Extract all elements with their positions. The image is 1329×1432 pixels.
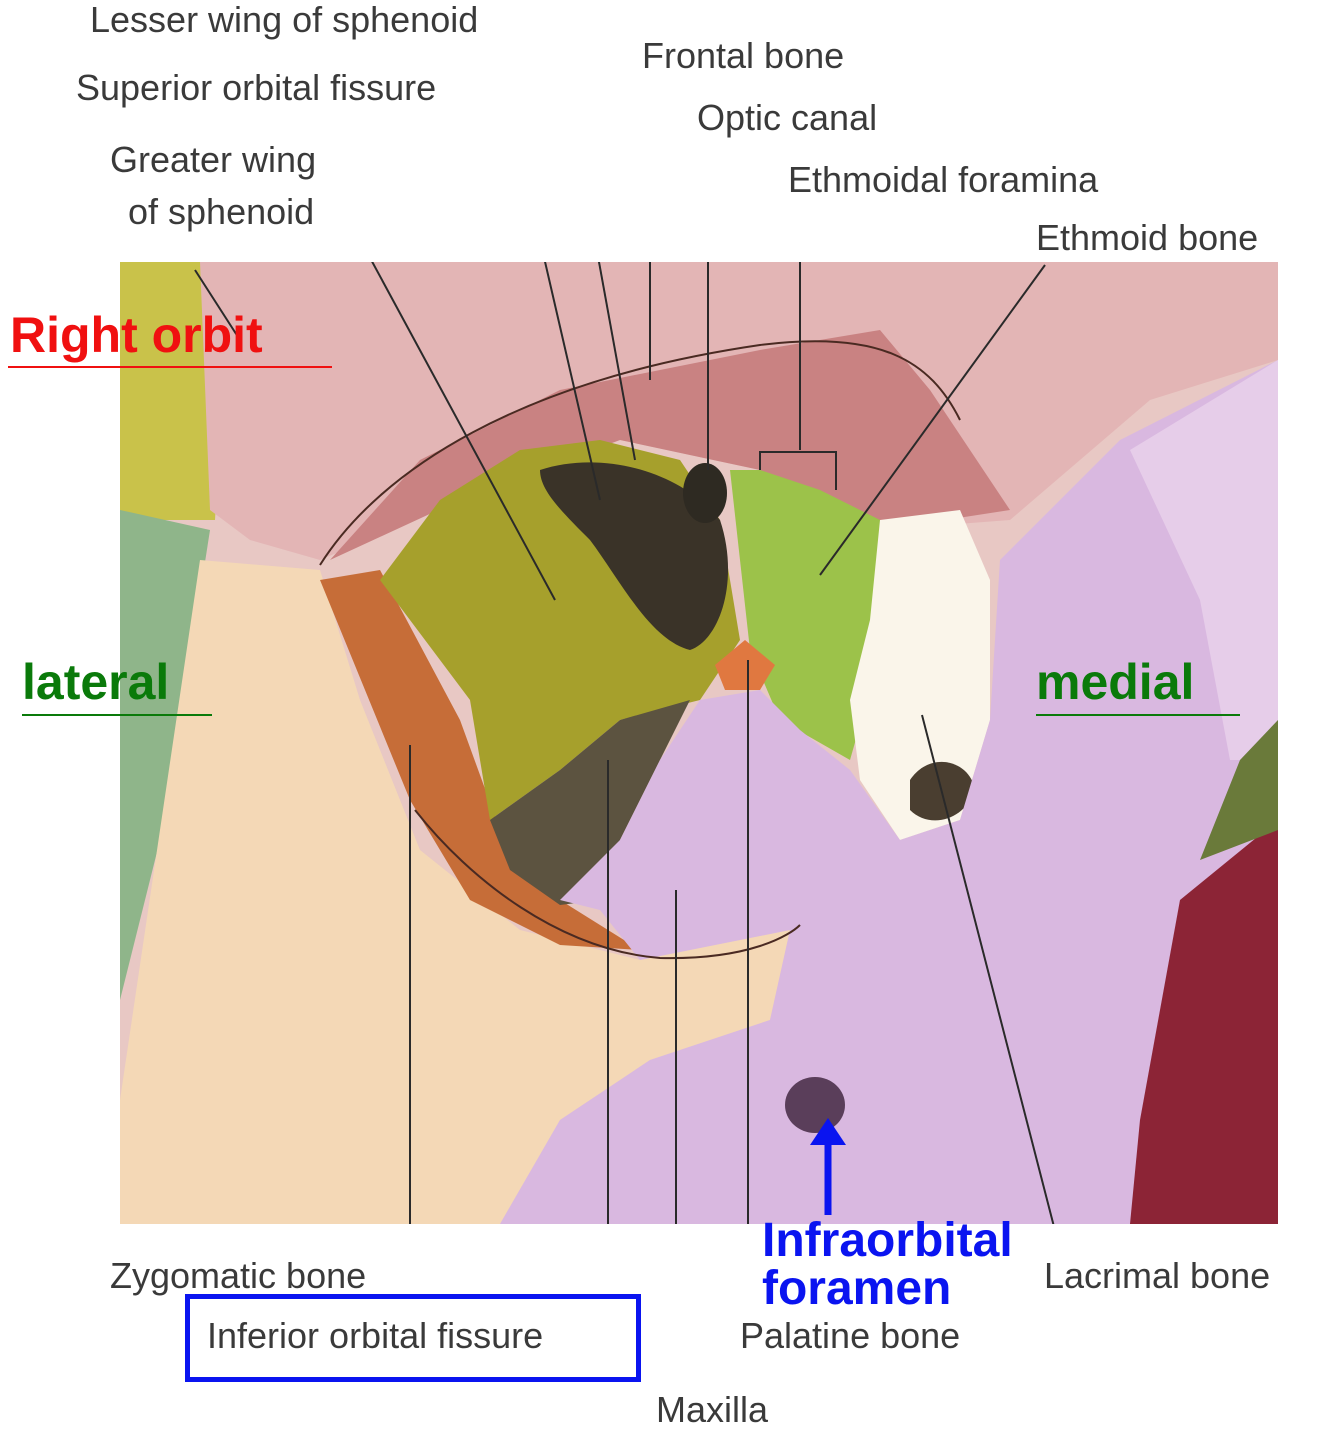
label-optic-canal: Optic canal bbox=[697, 98, 877, 138]
label-frontal-bone: Frontal bone bbox=[642, 36, 844, 76]
label-lacrimal-bone: Lacrimal bone bbox=[1044, 1256, 1270, 1296]
label-lesser-wing: Lesser wing of sphenoid bbox=[90, 0, 478, 40]
label-superior-fissure: Superior orbital fissure bbox=[76, 68, 436, 108]
label-greater-wing-line2: of sphenoid bbox=[128, 192, 314, 232]
label-ethmoidal-foramina: Ethmoidal foramina bbox=[788, 160, 1098, 200]
label-maxilla: Maxilla bbox=[656, 1390, 768, 1430]
annotation-medial: medial bbox=[1036, 655, 1194, 709]
annotation-lateral: lateral bbox=[22, 655, 169, 709]
infraorbital-foramen-hole bbox=[785, 1077, 845, 1133]
label-palatine-bone: Palatine bone bbox=[740, 1316, 960, 1356]
annotation-infraorbital-line2: foramen bbox=[762, 1266, 951, 1312]
inferior-fissure-highlight-box bbox=[185, 1294, 641, 1382]
label-ethmoid-bone: Ethmoid bone bbox=[1036, 218, 1258, 258]
label-greater-wing-line1: Greater wing bbox=[110, 140, 316, 180]
label-zygomatic-bone: Zygomatic bone bbox=[110, 1256, 366, 1296]
annotation-infraorbital-line1: Infraorbital bbox=[762, 1218, 1013, 1264]
optic-canal-dark bbox=[683, 463, 727, 523]
annotation-right-orbit: Right orbit bbox=[10, 308, 263, 362]
